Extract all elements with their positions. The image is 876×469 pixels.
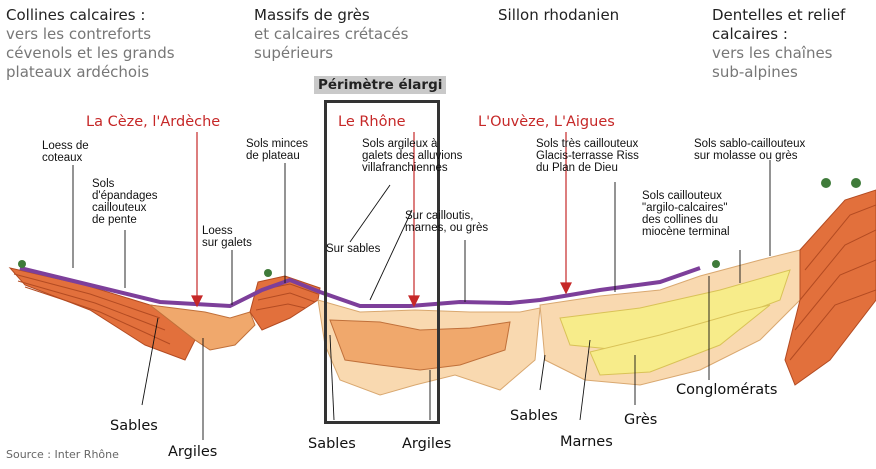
region-dentelles-line1: calcaires : xyxy=(712,25,788,44)
soil-line: marnes, ou grès xyxy=(405,222,488,234)
soil-line: sur molasse ou grès xyxy=(694,150,805,162)
soil-cailloutis: Sur cailloutis, marnes, ou grès xyxy=(405,210,488,234)
rock-sables-rhone: Sables xyxy=(308,436,356,452)
vegetation-right-2 xyxy=(851,178,861,188)
rock-sables-right: Sables xyxy=(510,408,558,424)
soil-line: Sols minces xyxy=(246,138,308,150)
soil-line: sur galets xyxy=(202,237,252,249)
perimeter-label: Périmètre élargi xyxy=(314,76,446,94)
region-dentelles-line2: vers les chaînes xyxy=(712,44,833,63)
soil-line: des collines du xyxy=(642,214,730,226)
soil-line: d'épandages xyxy=(92,190,158,202)
soil-line: Sols très caillouteux xyxy=(536,138,639,150)
river-ceze-ardeche: La Cèze, l'Ardèche xyxy=(86,114,220,130)
soil-line: Sols sablo-caillouteux xyxy=(694,138,805,150)
vegetation-massif xyxy=(264,269,272,277)
soil-line: miocène terminal xyxy=(642,226,730,238)
region-gres-line2: supérieurs xyxy=(254,44,333,63)
soil-sur-sables: Sur sables xyxy=(326,243,380,255)
soil-line: Loess xyxy=(202,225,252,237)
soil-line: Sols argileux à xyxy=(362,138,462,150)
sandstone-massif xyxy=(250,276,320,330)
soil-line: "argilo-calcaires" xyxy=(642,202,730,214)
soil-argilo-calcaires: Sols caillouteux "argilo-calcaires" des … xyxy=(642,190,730,238)
rock-conglomerats: Conglomérats xyxy=(676,382,777,398)
vegetation-conglomerat xyxy=(712,260,720,268)
soil-loess-galets: Loess sur galets xyxy=(202,225,252,249)
source-credit: Source : Inter Rhône xyxy=(6,448,119,461)
soil-line: du Plan de Dieu xyxy=(536,162,639,174)
region-collines-title: Collines calcaires : xyxy=(6,6,145,25)
rock-argiles-rhone: Argiles xyxy=(402,436,451,452)
rock-gres: Grès xyxy=(624,412,657,428)
region-sillon-title: Sillon rhodanien xyxy=(498,6,619,25)
soil-line: caillouteux xyxy=(92,202,158,214)
region-gres-title: Massifs de grès xyxy=(254,6,370,25)
region-collines-line3: plateaux ardéchois xyxy=(6,63,149,82)
soil-tres-caillouteux: Sols très caillouteux Glacis-terrasse Ri… xyxy=(536,138,639,174)
soil-sablo-caillouteux: Sols sablo-caillouteux sur molasse ou gr… xyxy=(694,138,805,162)
region-gres-line1: et calcaires crétacés xyxy=(254,25,408,44)
region-dentelles-line3: sub-alpines xyxy=(712,63,798,82)
region-collines-line2: cévenols et les grands xyxy=(6,44,175,63)
soil-line: villafranchiennes xyxy=(362,162,462,174)
river-rhone: Le Rhône xyxy=(338,114,406,130)
soil-line: de plateau xyxy=(246,150,308,162)
soil-line: Sur cailloutis, xyxy=(405,210,488,222)
region-dentelles-title: Dentelles et relief xyxy=(712,6,845,25)
soil-argileux-galets: Sols argileux à galets des alluvions vil… xyxy=(362,138,462,174)
soil-line: Sols caillouteux xyxy=(642,190,730,202)
soil-minces-plateau: Sols minces de plateau xyxy=(246,138,308,162)
soil-line: Sols xyxy=(92,178,158,190)
soil-loess-coteaux: Loess de coteaux xyxy=(42,140,89,164)
vegetation-right xyxy=(821,178,831,188)
rock-marnes: Marnes xyxy=(560,434,613,450)
river-ouveze-aigues: L'Ouvèze, L'Aigues xyxy=(478,114,615,130)
soil-epandages: Sols d'épandages caillouteux de pente xyxy=(92,178,158,226)
soil-line: coteaux xyxy=(42,152,89,164)
region-collines-line1: vers les contreforts xyxy=(6,25,151,44)
soil-line: galets des alluvions xyxy=(362,150,462,162)
vegetation-left xyxy=(18,260,26,268)
soil-line: Loess de xyxy=(42,140,89,152)
rock-sables-left: Sables xyxy=(110,418,158,434)
soil-line: Glacis-terrasse Riss xyxy=(536,150,639,162)
rock-argiles-left: Argiles xyxy=(168,444,217,460)
soil-line: de pente xyxy=(92,214,158,226)
soil-line: Sur sables xyxy=(326,243,380,255)
